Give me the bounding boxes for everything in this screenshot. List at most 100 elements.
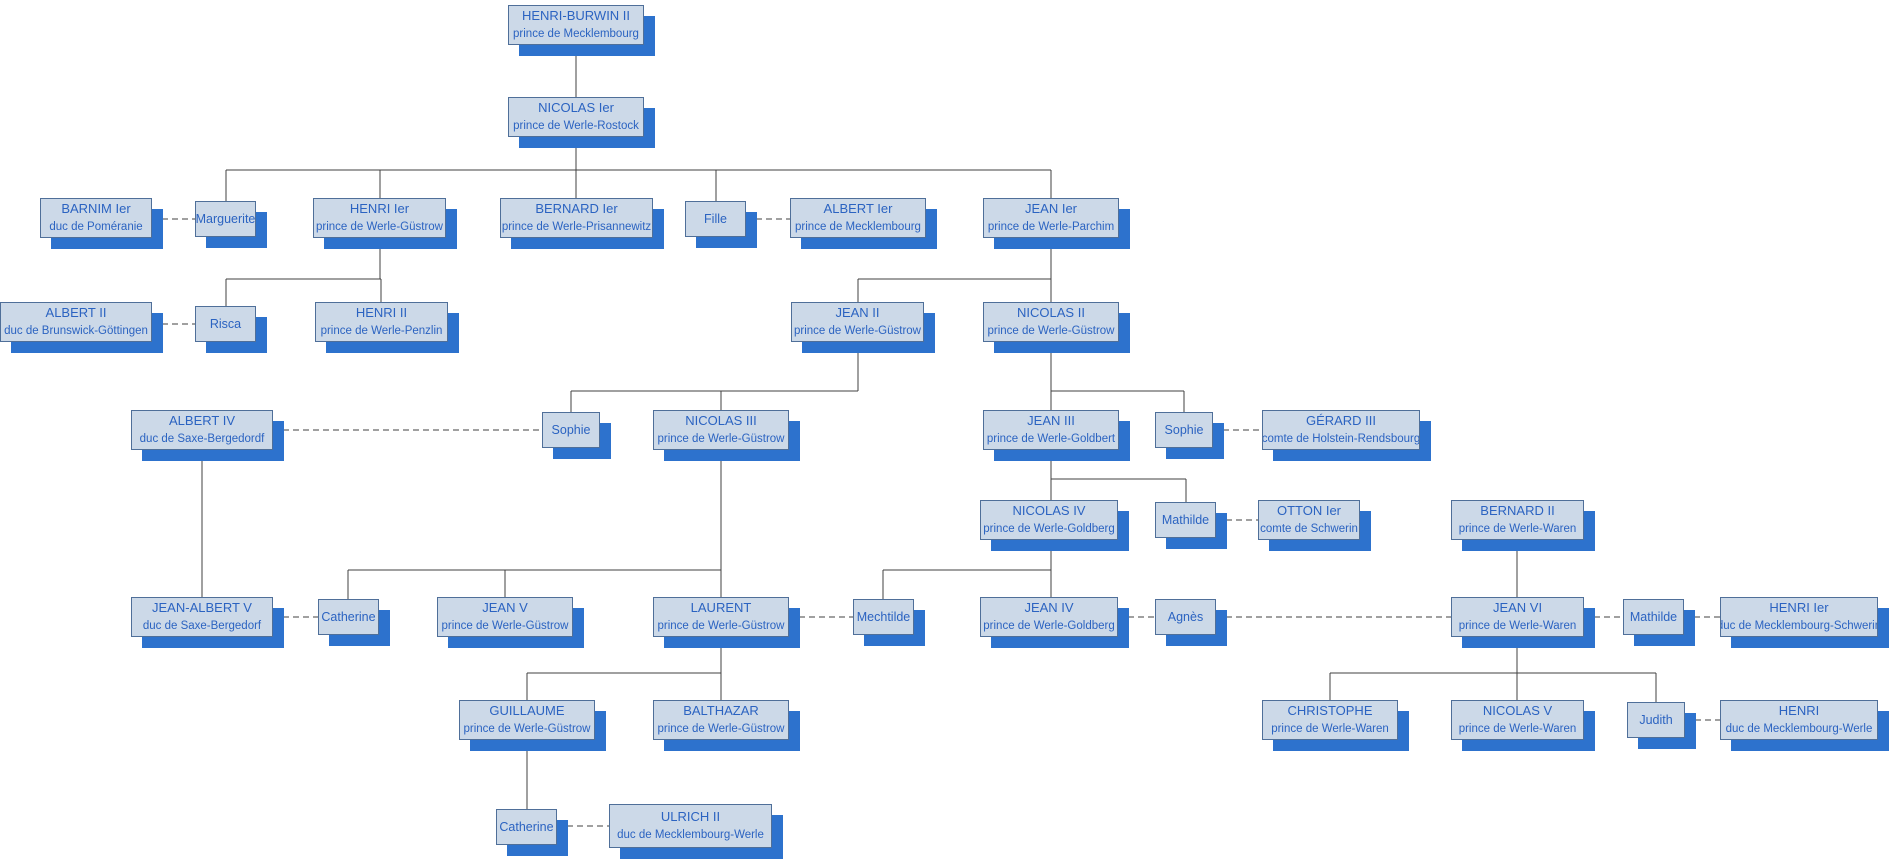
person-box-albert-4: ALBERT IV duc de Saxe-Bergedordf [131,410,273,450]
person-name: NICOLAS II [1017,305,1085,321]
person-name: NICOLAS III [685,413,757,429]
person-name: GÉRARD III [1305,413,1377,429]
person-title: duc de Mecklembourg-Schwerin [1720,620,1878,633]
person-title: comte de Schwerin [1260,523,1358,536]
person-title: prince de Werle-Güstrow [316,221,443,234]
person-title: prince de Werle-Rostock [513,120,639,133]
person-box-henri-werle: HENRI duc de Mecklembourg-Werle [1720,700,1878,740]
person-title: prince de Werle-Güstrow [441,620,569,633]
person-name: NICOLAS IV [1012,503,1086,519]
person-box-nicolas-4: NICOLAS IV prince de Werle-Goldberg [980,500,1118,540]
person-title: prince de Werle-Güstrow [657,723,785,736]
person-title: prince de Werle-Waren [1458,620,1577,633]
person-box-mathilde-2: Mathilde [1623,599,1684,635]
person-title: prince de Werle-Güstrow [794,325,921,338]
person-name: ULRICH II [660,809,721,825]
person-box-catherine-2: Catherine [496,809,557,845]
person-name: GUILLAUME [489,703,565,719]
person-title: duc de Saxe-Bergedordf [139,433,265,446]
person-name: JEAN VI [1492,600,1543,616]
person-box-catherine-1: Catherine [318,599,379,635]
person-name: Sophie [551,422,591,437]
person-name: OTTON Ier [1276,503,1342,519]
person-title: prince de Werle-Parchim [987,221,1115,234]
person-name: ALBERT Ier [823,201,893,217]
person-title: prince de Werle-Güstrow [463,723,591,736]
person-name: Mathilde [1629,609,1678,624]
person-name: BERNARD Ier [535,201,618,217]
person-title: duc de Mecklembourg-Werle [1725,723,1873,736]
person-name: BARNIM Ier [61,201,131,217]
person-name: Marguerite [195,211,256,226]
person-box-sophie-2: Sophie [1155,412,1213,448]
person-title: prince de Mecklembourg [795,221,921,234]
person-title: prince de Werle-Waren [1458,723,1577,736]
person-title: prince de Werle-Güstrow [657,620,785,633]
person-box-agnes: Agnès [1155,599,1216,635]
person-name: BERNARD II [1480,503,1555,519]
person-name: ALBERT IV [169,413,235,429]
person-box-balthazar: BALTHAZAR prince de Werle-Güstrow [653,700,789,740]
person-name: HENRI [1778,703,1820,719]
person-box-jean-4: JEAN IV prince de Werle-Goldberg [980,597,1118,637]
person-title: prince de Werle-Goldbert [986,433,1116,446]
person-title: comte de Holstein-Rendsbourg [1262,433,1420,446]
person-box-jean-6: JEAN VI prince de Werle-Waren [1451,597,1584,637]
person-box-albert-1: ALBERT Ier prince de Mecklembourg [790,198,926,238]
person-name: Risca [209,316,242,331]
person-name: Sophie [1164,422,1204,437]
person-box-sophie-1: Sophie [542,412,600,448]
person-box-otton-1: OTTON Ier comte de Schwerin [1258,500,1360,540]
person-box-ulrich-2: ULRICH II duc de Mecklembourg-Werle [609,804,772,848]
person-box-albert-2: ALBERT II duc de Brunswick-Göttingen [0,302,152,342]
person-title: duc de Poméranie [49,221,143,234]
person-name: ALBERT II [45,305,107,321]
person-name: Mechtilde [856,609,911,624]
person-box-fille: Fille [685,201,746,237]
person-title: prince de Werle-Goldberg [983,620,1115,633]
person-name: Mathilde [1161,512,1210,527]
person-name: HENRI-BURWIN II [521,8,631,24]
person-box-bernard-1: BERNARD Ier prince de Werle-Prisannewitz [500,198,653,238]
person-name: BALTHAZAR [683,703,759,719]
person-name: CHRISTOPHE [1287,703,1373,719]
person-name: Catherine [321,609,376,624]
person-name: NICOLAS Ier [538,100,614,116]
person-title: prince de Werle-Prisannewitz [501,221,652,234]
person-title: prince de Werle-Penzlin [320,325,443,338]
person-name: Agnès [1167,609,1204,624]
person-box-jean-3: JEAN III prince de Werle-Goldbert [983,410,1119,450]
person-title: prince de Werle-Waren [1458,523,1577,536]
person-box-jean-albert-5: JEAN-ALBERT V duc de Saxe-Bergedorf [131,597,273,637]
person-box-christophe: CHRISTOPHE prince de Werle-Waren [1262,700,1398,740]
person-title: prince de Werle-Güstrow [987,325,1115,338]
person-box-mechtilde: Mechtilde [853,599,914,635]
person-name: JEAN III [1027,413,1075,429]
person-name: JEAN-ALBERT V [152,600,252,616]
person-box-nicolas-2: NICOLAS II prince de Werle-Güstrow [983,302,1119,342]
person-box-judith: Judith [1627,702,1685,738]
person-name: JEAN IV [1024,600,1074,616]
person-title: duc de Brunswick-Göttingen [4,325,148,338]
person-box-bernard-2: BERNARD II prince de Werle-Waren [1451,500,1584,540]
person-name: Judith [1639,712,1673,727]
person-name: Catherine [499,819,554,834]
person-title: prince de Werle-Waren [1271,723,1389,736]
person-title: duc de Saxe-Bergedorf [142,620,262,633]
person-title: duc de Mecklembourg-Werle [617,829,764,842]
person-name: NICOLAS V [1482,703,1553,719]
person-title: prince de Werle-Goldberg [983,523,1115,536]
person-name: JEAN Ier [1024,201,1077,217]
person-box-nicolas-5: NICOLAS V prince de Werle-Waren [1451,700,1584,740]
